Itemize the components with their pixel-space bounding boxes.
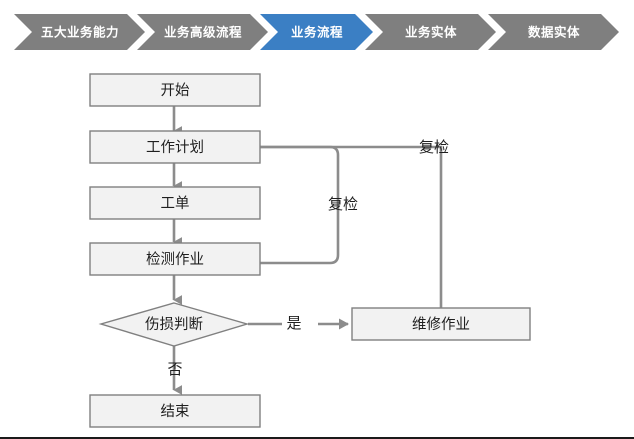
node-start-box — [89, 73, 261, 107]
node-work-plan[interactable]: 工作计划 — [89, 130, 261, 164]
breadcrumb: 五大业务能力 业务高级流程 业务流程 业务实体 数据实体 — [0, 14, 634, 50]
node-damage-decision-diamond — [98, 302, 250, 347]
breadcrumb-svg: 五大业务能力 业务高级流程 业务流程 业务实体 数据实体 — [14, 14, 619, 50]
flowchart: 开始 工作计划 工单 检测作业 伤损判断 — [0, 50, 634, 437]
node-damage-decision[interactable]: 伤损判断 — [98, 302, 250, 347]
node-damage-decision-label: 伤损判断 — [145, 316, 203, 333]
node-inspection[interactable]: 检测作业 — [89, 242, 261, 276]
node-end[interactable]: 结束 — [89, 394, 261, 428]
node-repair-box — [351, 307, 531, 341]
breadcrumb-label-3: 业务流程 — [291, 24, 343, 39]
node-repair[interactable]: 维修作业 — [351, 307, 531, 341]
chevron-shape-2 — [137, 14, 268, 50]
connector-recheck-outer — [192, 145, 443, 308]
chevron-shape-5 — [488, 14, 619, 50]
node-end-label: 结束 — [161, 403, 190, 420]
node-work-plan-box — [89, 130, 261, 164]
node-work-plan-label: 工作计划 — [146, 139, 204, 156]
breadcrumb-item-1[interactable]: 五大业务能力 — [14, 14, 145, 50]
breadcrumb-item-5[interactable]: 数据实体 — [488, 14, 619, 50]
node-work-order[interactable]: 工单 — [89, 186, 261, 220]
chevron-shape-1 — [14, 14, 145, 50]
edge-label-recheck-inner: 复检 — [328, 195, 358, 213]
breadcrumb-label-4: 业务实体 — [405, 24, 457, 39]
edge-label-yes: 是 — [286, 315, 301, 332]
flowchart-svg: 开始 工作计划 工单 检测作业 伤损判断 — [89, 73, 531, 428]
breadcrumb-label-5: 数据实体 — [527, 24, 580, 39]
node-end-box — [89, 394, 261, 428]
chevron-shape-4 — [365, 14, 496, 50]
breadcrumb-label-2: 业务高级流程 — [164, 24, 242, 39]
node-start-label: 开始 — [161, 82, 190, 99]
breadcrumb-item-2[interactable]: 业务高级流程 — [137, 14, 268, 50]
breadcrumb-item-4[interactable]: 业务实体 — [365, 14, 496, 50]
chevron-shape-3 — [260, 14, 373, 50]
breadcrumb-label-1: 五大业务能力 — [41, 24, 119, 39]
edge-label-recheck-outer: 复检 — [419, 138, 449, 156]
node-work-order-label: 工单 — [161, 195, 190, 212]
node-repair-label: 维修作业 — [412, 316, 470, 333]
node-start[interactable]: 开始 — [89, 73, 261, 107]
breadcrumb-item-3[interactable]: 业务流程 — [260, 14, 373, 50]
node-inspection-label: 检测作业 — [146, 251, 204, 268]
edge-label-no: 否 — [167, 361, 182, 378]
node-inspection-box — [89, 242, 261, 276]
node-work-order-box — [89, 186, 261, 220]
